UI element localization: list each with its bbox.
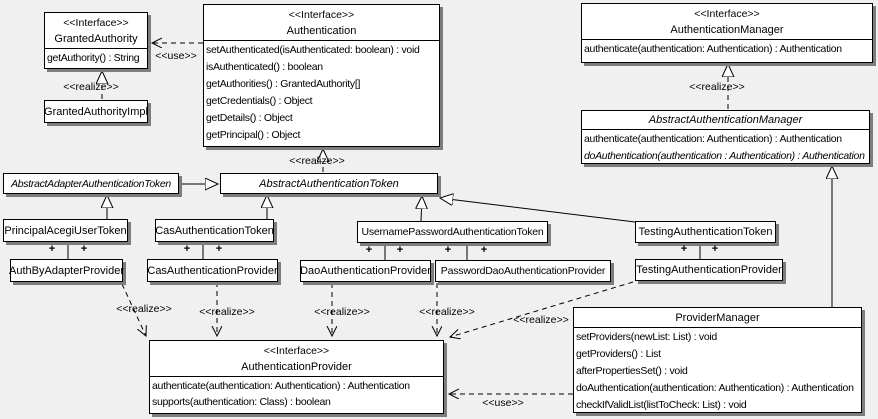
- method-row: authenticate(authentication: Authenticat…: [152, 380, 410, 392]
- class-name: AbstractAuthenticationToken: [259, 177, 399, 190]
- class-name: CasAuthenticationToken: [155, 224, 274, 237]
- multiplicity-plus: +: [80, 243, 88, 255]
- methods-compartment: authenticate(authentication: Authenticat…: [582, 39, 872, 58]
- edge-label-realize: <<realize>>: [199, 306, 255, 318]
- multiplicity-plus: +: [680, 243, 688, 255]
- class-auth-by-adapter-provider[interactable]: AuthByAdapterProvider: [9, 259, 124, 282]
- multiplicity-plus: +: [48, 243, 56, 255]
- class-name: GrantedAuthorityImpl: [44, 105, 148, 118]
- class-abstract-adapter-authentication-token[interactable]: AbstractAdapterAuthenticationToken: [3, 173, 179, 194]
- class-testing-authentication-provider[interactable]: TestingAuthenticationProvider: [635, 259, 783, 281]
- stereotype: <<Interface>>: [263, 345, 330, 357]
- edge-gen-testingauthenticationtoken: [440, 198, 636, 223]
- class-name: CasAuthenticationProvider: [147, 264, 278, 277]
- multiplicity-plus: +: [480, 244, 488, 256]
- class-name: PasswordDaoAuthenticationProvider: [440, 265, 606, 277]
- class-name: AuthenticationProvider: [241, 361, 352, 373]
- method-row: isAuthenticated() : boolean: [206, 61, 323, 73]
- method-row: doAuthentication(authentication: Authent…: [576, 382, 854, 394]
- class-dao-authentication-provider[interactable]: DaoAuthenticationProvider: [300, 260, 431, 282]
- method-row: authenticate(authentication: Authenticat…: [584, 43, 842, 55]
- class-authentication-manager[interactable]: <<Interface>> AuthenticationManager auth…: [581, 3, 873, 63]
- edge-gen-usernamepasswordtoken: [421, 196, 422, 222]
- stereotype: <<Interface>>: [288, 9, 355, 21]
- edge-label-realize: <<realize>>: [63, 81, 119, 93]
- class-title: <<Interface>> GrantedAuthority: [45, 13, 147, 48]
- methods-compartment: authenticate(authentication: Authenticat…: [150, 376, 443, 410]
- method-row: checkIfValidList(listToCheck: List) : vo…: [576, 399, 747, 411]
- class-name: AuthByAdapterProvider: [9, 264, 124, 277]
- method-row: supports(authentication: Class) : boolea…: [152, 396, 331, 408]
- edge-realize-testingauthenticationprovider: [450, 281, 634, 337]
- methods-compartment: setAuthenticated(isAuthenticated: boolea…: [204, 40, 439, 144]
- class-name: Authentication: [286, 25, 357, 37]
- multiplicity-plus: +: [365, 244, 373, 256]
- edge-label-realize: <<realize>>: [689, 81, 745, 93]
- class-title: <<Interface>> Authentication: [204, 5, 439, 40]
- methods-compartment: setProviders(newList: List) : void getPr…: [574, 327, 861, 414]
- class-granted-authority[interactable]: <<Interface>> GrantedAuthority getAuthor…: [44, 12, 148, 69]
- stereotype: <<Interface>>: [63, 17, 129, 29]
- class-granted-authority-impl[interactable]: GrantedAuthorityImpl: [44, 100, 148, 123]
- stereotype: <<Interface>>: [694, 8, 760, 20]
- class-name: AbstractAuthenticationManager: [648, 114, 803, 126]
- class-title: <<Interface>> AuthenticationManager: [582, 4, 872, 39]
- class-name: DaoAuthenticationProvider: [300, 265, 431, 277]
- method-row: getProviders() : List: [576, 348, 661, 360]
- class-cas-authentication-provider[interactable]: CasAuthenticationProvider: [147, 259, 278, 282]
- method-row: getCredentials() : Object: [206, 95, 313, 107]
- class-name: AuthenticationManager: [670, 24, 784, 36]
- class-name: ProviderManager: [675, 312, 760, 324]
- class-name: PrincipalAcegiUserToken: [4, 224, 127, 237]
- multiplicity-plus: +: [444, 244, 452, 256]
- class-abstract-authentication-token[interactable]: AbstractAuthenticationToken: [220, 173, 438, 194]
- class-abstract-authentication-manager[interactable]: AbstractAuthenticationManager authentica…: [581, 110, 870, 164]
- method-row: getAuthorities() : GrantedAuthority[]: [206, 78, 361, 90]
- edge-label-realize: <<realize>>: [513, 314, 569, 326]
- class-authentication-provider[interactable]: <<Interface>> AuthenticationProvider aut…: [149, 340, 444, 414]
- method-row: setAuthenticated(isAuthenticated: boolea…: [206, 44, 420, 56]
- method-row: getDetails() : Object: [206, 112, 293, 124]
- edge-realize-authbyadapterprovider: [121, 283, 146, 336]
- class-username-password-authentication-token[interactable]: UsernamePasswordAuthenticationToken: [357, 221, 548, 243]
- method-row: afterPropertiesSet() : void: [576, 365, 688, 377]
- multiplicity-plus: +: [396, 244, 404, 256]
- class-password-dao-authentication-provider[interactable]: PasswordDaoAuthenticationProvider: [435, 260, 611, 282]
- methods-compartment: authenticate(authentication: Authenticat…: [582, 129, 869, 165]
- class-name: UsernamePasswordAuthenticationToken: [361, 226, 544, 238]
- method-row: authenticate(authentication: Authenticat…: [584, 133, 842, 145]
- class-cas-authentication-token[interactable]: CasAuthenticationToken: [155, 219, 274, 242]
- multiplicity-plus: +: [215, 243, 223, 255]
- class-name: TestingAuthenticationProvider: [636, 264, 782, 276]
- class-title: <<Interface>> AuthenticationProvider: [150, 341, 443, 376]
- edge-label-realize: <<realize>>: [116, 303, 172, 315]
- method-row: getPrincipal() : Object: [206, 129, 301, 141]
- class-name: GrantedAuthority: [54, 33, 138, 45]
- edge-label-use: <<use>>: [155, 50, 197, 62]
- multiplicity-plus: +: [711, 243, 719, 255]
- class-authentication[interactable]: <<Interface>> Authentication setAuthenti…: [203, 4, 440, 147]
- method-row: doAuthentication(authentication : Authen…: [584, 150, 865, 162]
- class-provider-manager[interactable]: ProviderManager setProviders(newList: Li…: [573, 307, 862, 413]
- method-row: getAuthority() : String: [47, 52, 140, 64]
- multiplicity-plus: +: [183, 243, 191, 255]
- class-title: AbstractAuthenticationManager: [582, 111, 869, 129]
- edge-label-realize: <<realize>>: [289, 155, 345, 167]
- class-title: ProviderManager: [574, 308, 861, 327]
- edge-label-realize: <<realize>>: [419, 306, 475, 318]
- class-testing-authentication-token[interactable]: TestingAuthenticationToken: [635, 221, 776, 243]
- method-row: setProviders(newList: List) : void: [576, 331, 717, 343]
- class-name: AbstractAdapterAuthenticationToken: [11, 177, 171, 190]
- class-principal-acegi-user-token[interactable]: PrincipalAcegiUserToken: [3, 219, 128, 242]
- methods-compartment: getAuthority() : String: [45, 48, 147, 67]
- edge-label-realize: <<realize>>: [314, 306, 370, 318]
- class-name: TestingAuthenticationToken: [638, 226, 773, 238]
- edge-label-use: <<use>>: [482, 397, 524, 409]
